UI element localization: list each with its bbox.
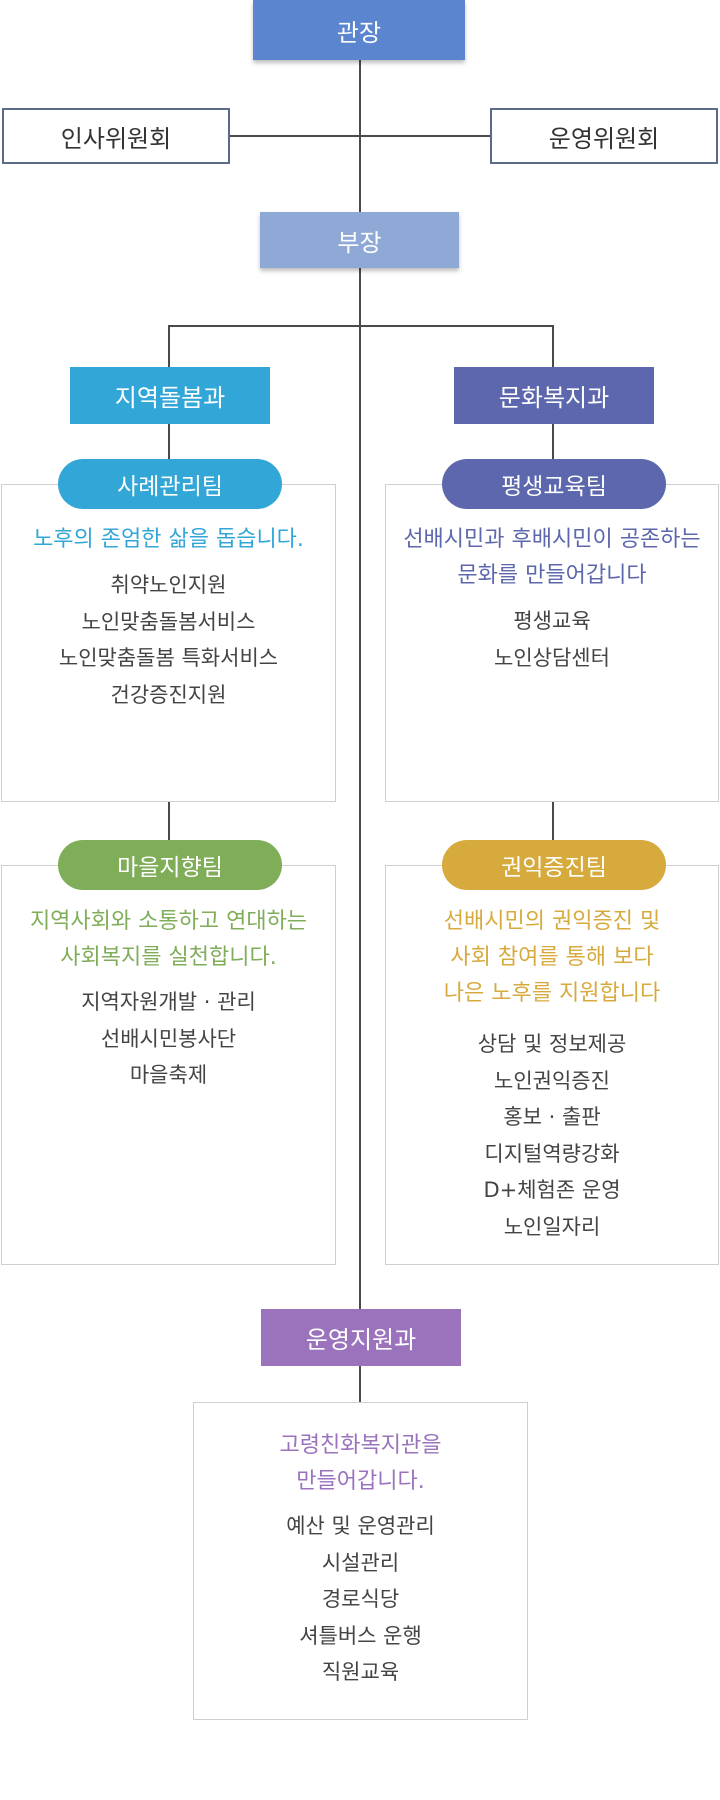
- case-team-duties: 취약노인지원 노인맞춤돌봄서비스 노인맞춤돌봄 특화서비스 건강증진지원: [1, 567, 336, 713]
- list-item: 선배시민봉사단: [100, 1026, 237, 1051]
- case-team-slogan: 노후의 존엄한 삶을 돕습니다.: [33, 527, 304, 552]
- personnel-committee-box: 인사위원회: [2, 108, 230, 164]
- operations-committee-label: 운영위원회: [548, 124, 660, 153]
- village-team-name: 마을지향팀: [117, 855, 223, 881]
- list-item: 예산 및 운영관리: [286, 1514, 435, 1538]
- case-team-pill: 사례관리팀: [58, 459, 282, 509]
- list-item: 셔틀버스 운행: [299, 1623, 422, 1648]
- manager-label: 부장: [337, 228, 382, 257]
- case-team-panel: [1, 484, 336, 802]
- connector-committees: [230, 135, 490, 137]
- list-item: 노인맞춤돌봄서비스: [81, 609, 256, 634]
- operations-panel: [193, 1402, 528, 1720]
- rights-team-panel: [385, 865, 719, 1265]
- director-label: 관장: [336, 18, 382, 47]
- list-item: 마을축제: [129, 1063, 208, 1087]
- connector-lifelong-team: [552, 424, 554, 460]
- community-care-dept-box: 지역돌봄과: [70, 367, 270, 424]
- connector-operations-panel: [359, 1366, 361, 1402]
- village-team-pill: 마을지향팀: [58, 840, 282, 890]
- list-item: 경로식당: [321, 1587, 400, 1611]
- list-item: 노인권익증진: [494, 1068, 610, 1093]
- culture-welfare-dept-label: 문화복지과: [498, 384, 610, 412]
- operations-slogan: 고령친화복지관을 만들어갑니다.: [279, 1433, 442, 1494]
- list-item: 취약노인지원: [110, 573, 227, 597]
- operations-support-dept-box: 운영지원과: [261, 1309, 461, 1366]
- lifelong-team-panel: [385, 484, 719, 802]
- operations-duties: 예산 및 운영관리 시설관리 경로식당 셔틀버스 운행 직원교육: [193, 1508, 528, 1691]
- connector-community-care-down: [168, 325, 170, 367]
- lifelong-team-name: 평생교육팀: [501, 474, 607, 500]
- list-item: 시설관리: [321, 1550, 400, 1575]
- lifelong-team-duties: 평생교육 노인상담센터: [385, 603, 719, 676]
- list-item: 건강증진지원: [110, 682, 227, 707]
- rights-team-duties: 상담 및 정보제공 노인권익증진 홍보 · 출판 디지털역량강화 D+체험존 운…: [385, 1026, 719, 1245]
- rights-team-slogan: 선배시민의 권익증진 및 사회 참여를 통해 보다 나은 노후를 지원합니다: [443, 909, 661, 1006]
- list-item: 노인상담센터: [494, 645, 610, 670]
- connector-departments-horizontal: [168, 325, 553, 327]
- lifelong-team-pill: 평생교육팀: [442, 459, 666, 509]
- lifelong-team-slogan: 선배시민과 후배시민이 공존하는 문화를 만들어갑니다: [403, 527, 701, 588]
- culture-welfare-dept-box: 문화복지과: [454, 367, 654, 424]
- operations-support-dept-label: 운영지원과: [305, 1326, 417, 1354]
- rights-team-pill: 권익증진팀: [442, 840, 666, 890]
- list-item: 지역자원개발 · 관리: [81, 990, 256, 1014]
- community-care-dept-label: 지역돌봄과: [114, 384, 226, 412]
- village-team-slogan: 지역사회와 소통하고 연대하는 사회복지를 실천합니다.: [29, 909, 308, 970]
- personnel-committee-label: 인사위원회: [60, 124, 172, 153]
- connector-culture-welfare-down: [552, 325, 554, 367]
- village-team-duties: 지역자원개발 · 관리 선배시민봉사단 마을축제: [1, 984, 336, 1094]
- connector-rights-team: [552, 800, 554, 840]
- list-item: 직원교육: [321, 1660, 400, 1684]
- list-item: 노인일자리: [503, 1214, 601, 1239]
- connector-village-team: [168, 800, 170, 840]
- connector-main-trunk: [359, 58, 361, 1310]
- rights-team-name: 권익증진팀: [501, 855, 607, 881]
- list-item: D+체험존 운영: [483, 1178, 621, 1202]
- case-team-name: 사례관리팀: [117, 474, 223, 500]
- manager-box: 부장: [260, 212, 459, 268]
- director-box: 관장: [253, 0, 465, 60]
- list-item: 디지털역량강화: [484, 1141, 620, 1166]
- operations-committee-box: 운영위원회: [490, 108, 718, 164]
- village-team-panel: [1, 865, 336, 1265]
- list-item: 홍보 · 출판: [503, 1105, 601, 1129]
- list-item: 상담 및 정보제공: [477, 1032, 627, 1056]
- connector-case-team: [168, 424, 170, 460]
- list-item: 노인맞춤돌봄 특화서비스: [58, 646, 279, 670]
- list-item: 평생교육: [513, 609, 591, 633]
